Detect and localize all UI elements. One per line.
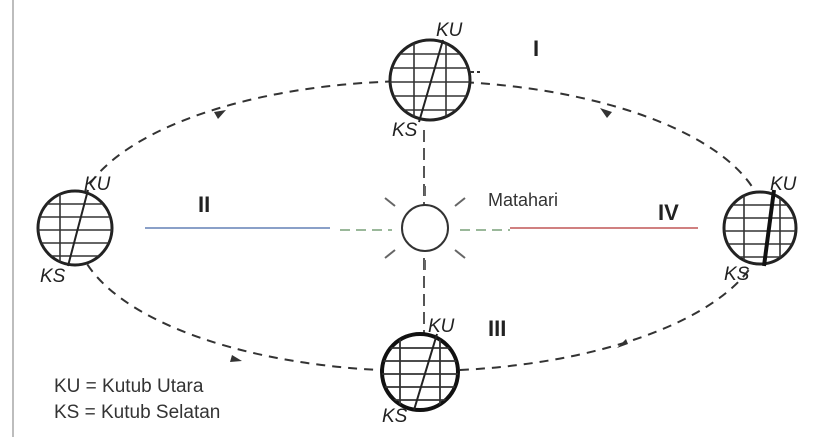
pole-south-label: KS: [392, 120, 418, 141]
pole-north-label: KU: [770, 174, 797, 195]
pole-north-label: KU: [84, 174, 111, 195]
sun-label: Matahari: [488, 190, 558, 210]
earth-position-2: [34, 188, 116, 268]
pole-north-label: KU: [428, 316, 455, 337]
earth-position-1: [385, 38, 480, 122]
position-label-1: I: [533, 36, 539, 61]
orbit-arrow: [230, 355, 242, 362]
earth-position-3: [378, 330, 462, 414]
position-label-3: III: [488, 316, 506, 341]
pole-south-label: KS: [724, 264, 750, 285]
sun: [385, 186, 465, 270]
legend-line-south: KS = Kutub Selatan: [54, 402, 220, 423]
orbit-arrow: [617, 339, 628, 348]
legend: KU = Kutub Utara KS = Kutub Selatan: [54, 376, 220, 423]
orbit-arrow: [600, 108, 612, 118]
position-label-2: II: [198, 192, 210, 217]
pole-south-label: KS: [40, 266, 66, 287]
position-label-4: IV: [658, 200, 679, 225]
pole-south-label: KS: [382, 406, 408, 427]
orbit-arrow: [214, 110, 226, 119]
earth-position-4: [720, 188, 800, 268]
pole-north-label: KU: [436, 20, 463, 41]
legend-line-north: KU = Kutub Utara: [54, 376, 204, 397]
